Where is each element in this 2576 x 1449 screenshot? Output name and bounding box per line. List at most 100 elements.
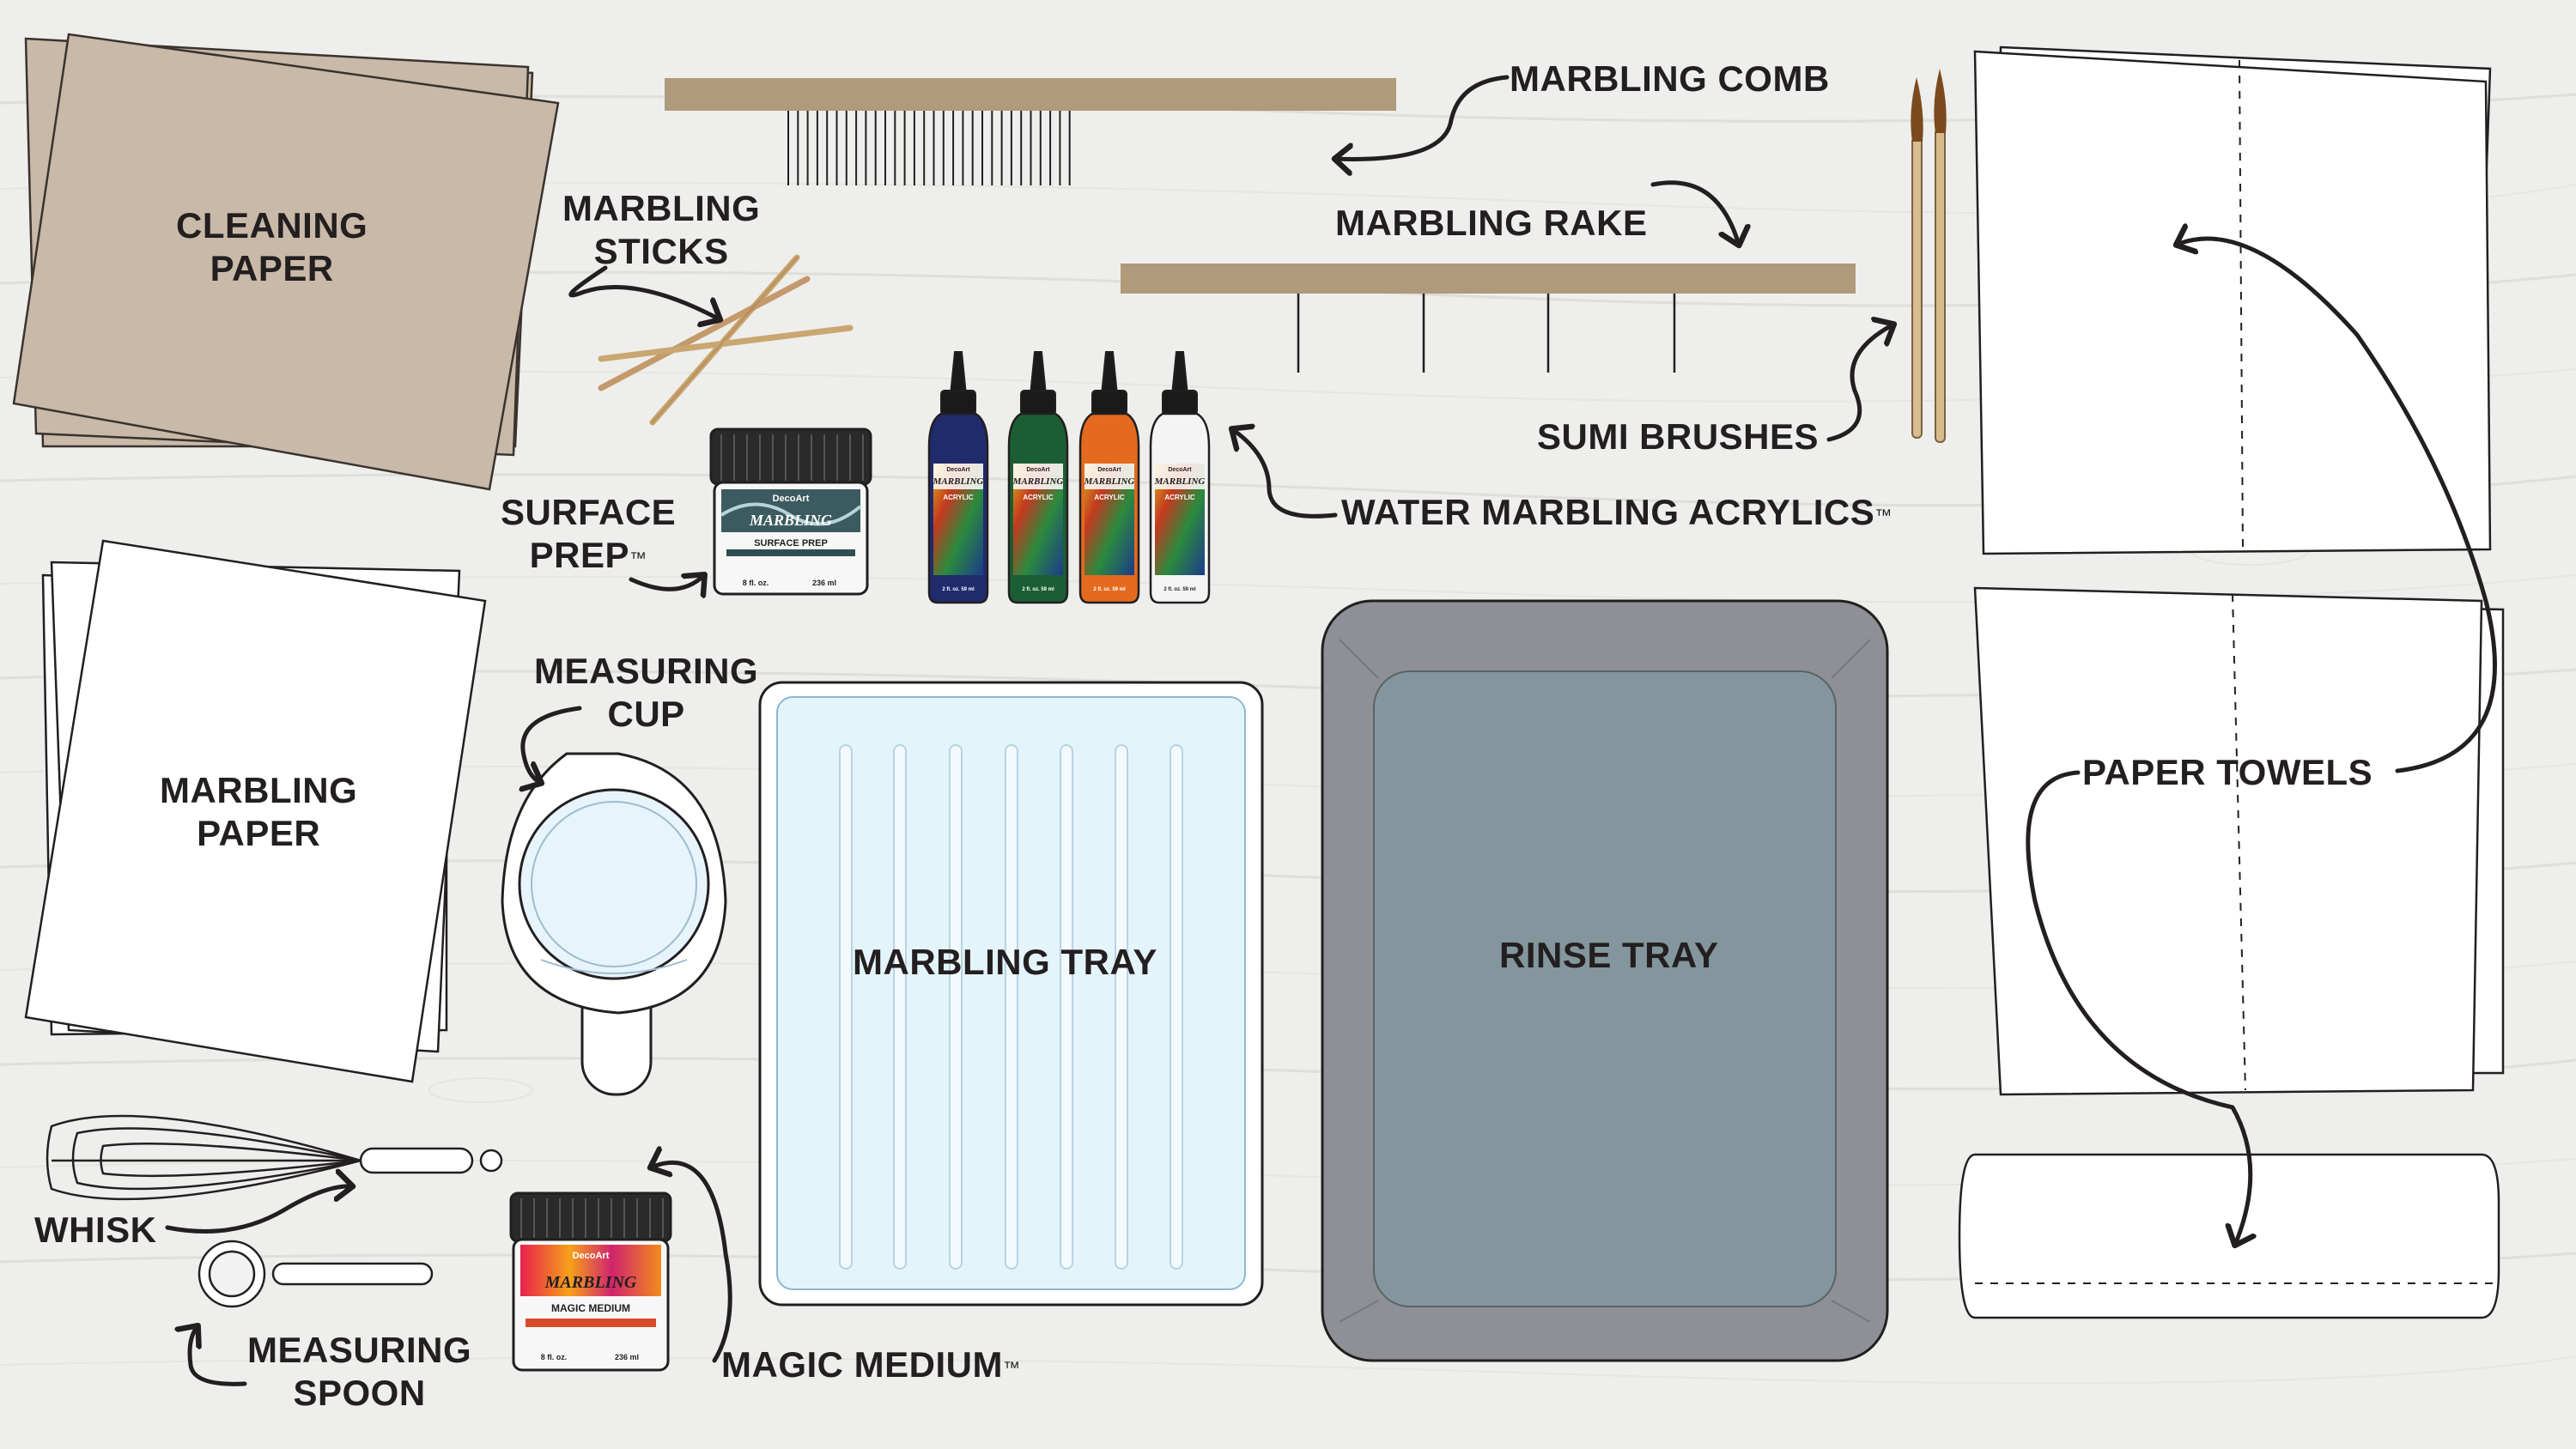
cleaning-paper	[12, 33, 560, 491]
tray-ridge	[839, 744, 853, 1270]
tray-ridge	[1005, 744, 1018, 1270]
arrow-surface-prep	[629, 575, 704, 589]
arrow-paper-towels-down	[2026, 770, 2251, 1245]
arrow-magic-medium	[651, 1162, 732, 1363]
label-whisk: WHISK	[34, 1210, 157, 1250]
bottle-acrylic-tag: ACRYLIC	[943, 494, 973, 501]
label-cleaning-paper-line1: CLEANING	[176, 205, 368, 246]
bottle-line: MARBLING	[933, 476, 984, 487]
surface-prep-product-name: SURFACE PREP	[754, 538, 828, 549]
bottle-size: 2 fl. oz. 59 ml	[1163, 587, 1196, 592]
tray-ridge	[1115, 744, 1128, 1270]
arrow-paper-towels-up	[2177, 239, 2497, 773]
label-paper-towels: PAPER TOWELS	[2082, 752, 2373, 792]
bottle-size: 2 fl. oz. 59 ml	[1022, 587, 1054, 592]
bottle-brand: DecoArt	[1026, 467, 1050, 473]
label-marbling-sticks-line1: MARBLING	[562, 188, 761, 228]
bottle-brand: DecoArt	[1168, 467, 1192, 473]
arrow-measuring-spoon	[190, 1326, 247, 1386]
bottle-line: MARBLING	[1154, 476, 1206, 487]
rinse-tray	[1321, 599, 1889, 1362]
magic-medium-ml: 236 ml	[615, 1353, 639, 1361]
bottle-acrylic-tag: ACRYLIC	[1023, 494, 1053, 501]
label-marbling-rake: MARBLING RAKE	[1335, 203, 1648, 243]
label-water-marbling-acrylics: WATER MARBLING ACRYLICS™	[1341, 491, 1893, 534]
tray-ridge	[893, 744, 907, 1270]
label-cleaning-paper: CLEANING PAPER	[176, 204, 368, 290]
label-measuring-spoon: MEASURING SPOON	[247, 1329, 471, 1415]
bottle-brand: DecoArt	[946, 467, 970, 473]
sumi-brushes	[1911, 69, 1947, 443]
label-surface-prep-line2-text: PREP	[529, 535, 630, 575]
measuring-cup	[501, 752, 727, 1096]
marbling-comb	[665, 78, 1396, 185]
arrow-marbling-rake	[1650, 180, 1739, 245]
surface-prep-line: MARBLING	[749, 512, 832, 529]
label-measuring-spoon-line2: SPOON	[293, 1373, 426, 1413]
label-surface-prep: SURFACE PREP™	[501, 491, 676, 577]
arrow-measuring-cup	[523, 706, 582, 783]
paper-towels-sheets-bottom	[1973, 586, 2505, 1096]
label-marbling-sticks-line2: STICKS	[593, 231, 729, 271]
label-surface-prep-line1: SURFACE	[501, 492, 677, 532]
arrow-sumi-brushes	[1826, 324, 1893, 442]
callout-arrows	[165, 75, 2497, 1386]
bottle-size: 2 fl. oz. 59 ml	[942, 587, 975, 592]
label-surface-prep-line2: PREP™	[501, 534, 676, 577]
paper-towel-roll	[1958, 1153, 2500, 1319]
label-cleaning-paper-line2: PAPER	[210, 248, 334, 288]
surface-prep-brand: DecoArt	[773, 494, 810, 504]
label-measuring-cup: MEASURING CUP	[534, 650, 758, 736]
label-marbling-paper: MARBLING PAPER	[160, 769, 357, 855]
tray-ridge	[1060, 744, 1073, 1270]
label-marbling-comb: MARBLING COMB	[1510, 58, 1830, 99]
tray-ridge	[949, 744, 963, 1270]
surface-prep-jar: DecoArt MARBLING SURFACE PREP 8 fl. oz. …	[709, 427, 872, 596]
surface-prep-size: 8 fl. oz.	[743, 579, 769, 587]
marbling-tray	[758, 681, 1264, 1307]
label-measuring-cup-line1: MEASURING	[534, 651, 759, 691]
label-sumi-brushes: SUMI BRUSHES	[1537, 416, 1820, 457]
magic-medium-size: 8 fl. oz.	[541, 1353, 568, 1361]
trademark-magic-medium: ™	[1002, 1359, 1021, 1378]
arrow-whisk	[165, 1186, 352, 1234]
label-marbling-paper-line1: MARBLING	[160, 770, 358, 810]
bottle-line: MARBLING	[1084, 476, 1135, 487]
trademark-acrylics: ™	[1874, 506, 1893, 525]
magic-medium-line: MARBLING	[544, 1273, 637, 1292]
label-magic-medium-text: MAGIC MEDIUM	[721, 1344, 1003, 1385]
magic-medium-brand: DecoArt	[573, 1251, 610, 1261]
marbling-sticks	[598, 254, 854, 426]
marbling-rake	[1121, 264, 1856, 373]
label-marbling-paper-line2: PAPER	[197, 813, 321, 853]
bottle-size: 2 fl. oz. 59 ml	[1093, 587, 1126, 592]
label-magic-medium: MAGIC MEDIUM™	[721, 1343, 1020, 1386]
trademark-surface-prep: ™	[629, 549, 647, 568]
arrow-acrylics	[1232, 429, 1338, 518]
paper-towels-sheets-top	[1973, 45, 2492, 555]
magic-medium-jar: DecoArt MARBLING MAGIC MEDIUM 8 fl. oz. …	[509, 1191, 672, 1372]
label-measuring-cup-line2: CUP	[607, 694, 685, 734]
label-water-marbling-acrylics-text: WATER MARBLING ACRYLICS	[1341, 492, 1875, 532]
whisk	[46, 1114, 503, 1201]
label-marbling-tray: MARBLING TRAY	[853, 942, 1157, 982]
marbling-paper	[24, 539, 487, 1083]
surface-prep-ml: 236 ml	[812, 579, 836, 587]
bottle-line: MARBLING	[1012, 476, 1064, 487]
arrow-marbling-comb	[1335, 75, 1510, 159]
bottle-acrylic-tag: ACRYLIC	[1164, 494, 1194, 501]
bottle-brand: DecoArt	[1097, 467, 1121, 473]
label-measuring-spoon-line1: MEASURING	[247, 1330, 472, 1370]
bottle-acrylic-tag: ACRYLIC	[1094, 494, 1124, 501]
magic-medium-product-name: MAGIC MEDIUM	[551, 1302, 630, 1314]
tray-ridge	[1170, 744, 1183, 1270]
arrow-marbling-sticks	[568, 265, 720, 319]
measuring-spoon	[197, 1240, 434, 1308]
label-marbling-sticks: MARBLING STICKS	[562, 187, 760, 273]
label-rinse-tray: RINSE TRAY	[1499, 935, 1719, 975]
